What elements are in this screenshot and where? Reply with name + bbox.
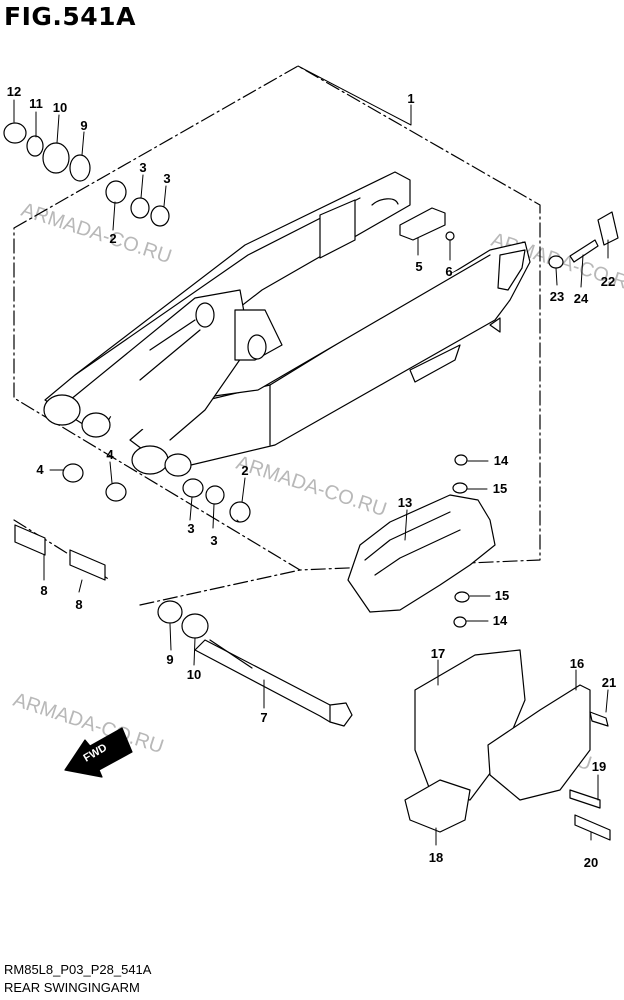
figure-name: REAR SWINGINGARM	[4, 980, 140, 995]
swingarm	[43, 171, 531, 477]
callout-14: 14	[494, 453, 509, 468]
callout-13: 13	[398, 495, 412, 510]
chain-guide-assembly	[404, 649, 611, 841]
watermark-text: ARMADA-CO.RU	[18, 199, 174, 268]
callout-16: 16	[570, 656, 584, 671]
callout-6: 6	[445, 264, 452, 279]
callout-22: 22	[601, 274, 615, 289]
pivot-hardware-left	[3, 122, 170, 227]
pivot-hardware-lower	[14, 463, 251, 639]
callout-2: 2	[109, 231, 116, 246]
callout-20: 20	[584, 855, 598, 870]
pivot-shaft	[194, 639, 353, 727]
chain-slider	[347, 454, 496, 628]
callout-8: 8	[40, 583, 47, 598]
watermark-text: ARMADA-CO.RU	[233, 452, 389, 521]
callout-12: 12	[7, 84, 21, 99]
watermarks: ARMADA-CO.RU ARMADA-CO.RU ARMADA-CO.RU A…	[10, 199, 624, 775]
callout-10: 10	[187, 667, 201, 682]
lower-boundary	[13, 519, 301, 606]
leader-lines	[13, 65, 609, 846]
callout-5: 5	[415, 259, 422, 274]
callout-3: 3	[210, 533, 217, 548]
callout-11: 11	[29, 96, 43, 111]
callout-24: 24	[574, 291, 589, 306]
callout-7: 7	[260, 710, 267, 725]
figure-title: FIG.541A	[4, 2, 136, 31]
callout-9: 9	[166, 652, 173, 667]
callouts: 12 11 10 9 3 3 2 1 5 6 23 24 22 4 4 2 3 …	[7, 84, 616, 870]
callout-3: 3	[139, 160, 146, 175]
callout-23: 23	[550, 289, 564, 304]
assembly-boundary	[13, 65, 541, 571]
callout-19: 19	[592, 759, 606, 774]
callout-18: 18	[429, 850, 443, 865]
callout-9: 9	[80, 118, 87, 133]
callout-21: 21	[602, 675, 616, 690]
callout-10: 10	[53, 100, 67, 115]
callout-1: 1	[407, 91, 414, 106]
callout-4: 4	[106, 447, 114, 462]
chain-guide-plate	[399, 207, 455, 241]
callout-15: 15	[495, 588, 509, 603]
callout-14: 14	[493, 613, 508, 628]
callout-3: 3	[163, 171, 170, 186]
callout-15: 15	[493, 481, 507, 496]
fwd-arrow: FWD	[64, 727, 133, 778]
callout-8: 8	[75, 597, 82, 612]
figure-code: RM85L8_P03_P28_541A	[4, 962, 152, 977]
callout-2: 2	[241, 463, 248, 478]
callout-17: 17	[431, 646, 445, 661]
callout-4: 4	[36, 462, 44, 477]
callout-3: 3	[187, 521, 194, 536]
